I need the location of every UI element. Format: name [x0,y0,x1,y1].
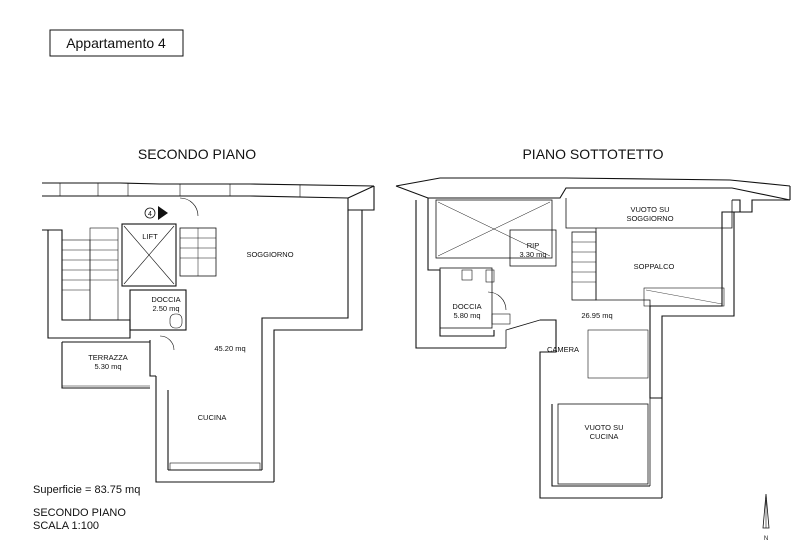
north-arrow-icon [762,493,770,529]
label-camera: CAMERA [547,345,579,354]
label-terrazza: TERRAZZA [88,353,128,362]
north-label: N [764,536,768,542]
area-main-left: 45.20 mq [214,344,245,353]
footer-floor-name: SECONDO PIANO [33,507,126,519]
label-doccia-right: DOCCIA [452,302,481,311]
right-floor-title: PIANO SOTTOTETTO [522,146,663,162]
area-doccia-left: 2.50 mq [152,304,179,313]
label-soppalco: SOPPALCO [634,262,675,271]
apartment-label: Appartamento 4 [66,35,166,51]
area-terrazza: 5.30 mq [94,362,121,371]
label-cucina-left: CUCINA [198,413,227,422]
label-rip: RIP [527,241,540,250]
label-lift: LIFT [142,232,158,241]
label-vuoto-soggiorno-1: VUOTO SU [630,205,669,214]
left-floor-title: SECONDO PIANO [138,146,256,162]
right-plan [395,177,791,499]
label-soggiorno: SOGGIORNO [246,250,293,259]
marker-circle [144,207,156,219]
marker-number: 4 [148,211,152,218]
label-vuoto-soggiorno-2: SOGGIORNO [626,214,673,223]
marker-arrow-icon [158,206,168,220]
area-rip: 3.30 mq [519,250,546,259]
surface-total: Superficie = 83.75 mq [33,484,140,496]
area-doccia-right: 5.80 mq [453,311,480,320]
label-vuoto-cucina-2: CUCINA [590,432,619,441]
left-plan [42,182,375,483]
label-doccia-left: DOCCIA [151,295,180,304]
footer-scale: SCALA 1:100 [33,520,99,532]
apartment-label-box [49,29,184,57]
area-main-right: 26.95 mq [581,311,612,320]
label-vuoto-cucina-1: VUOTO SU [584,423,623,432]
